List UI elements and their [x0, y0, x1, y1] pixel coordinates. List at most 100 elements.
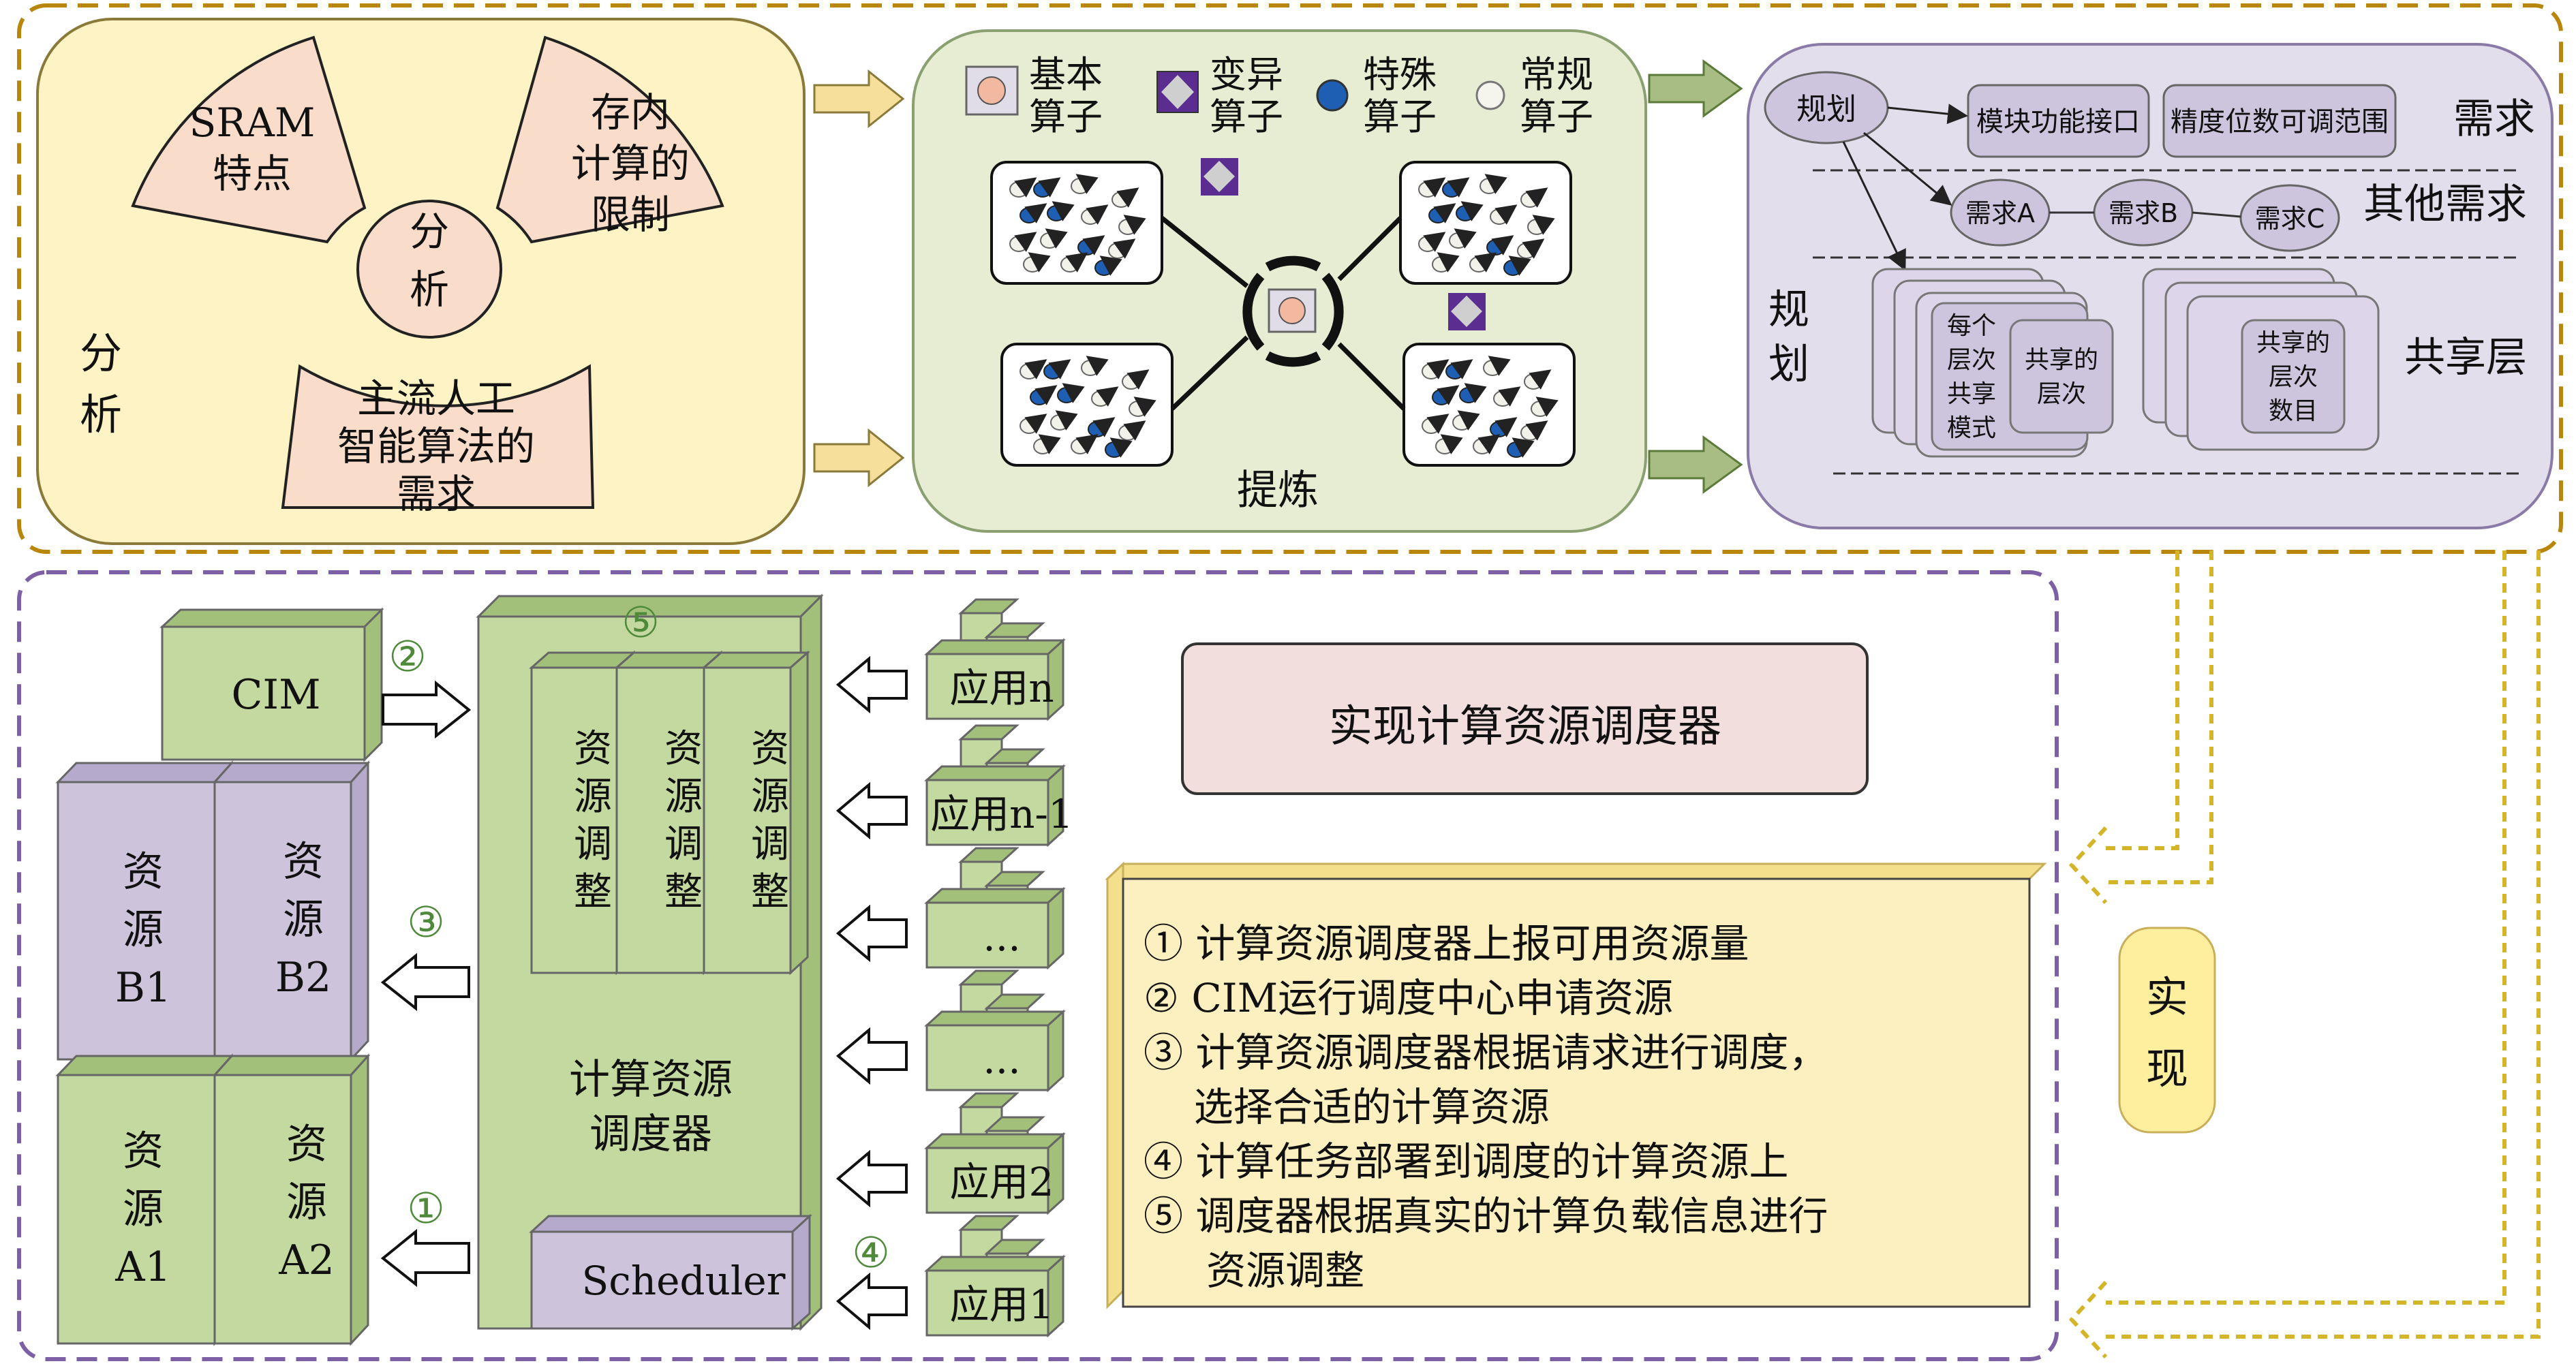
analysis-center-circle: [356, 200, 502, 339]
arrow-scheduler-to-b2: [380, 952, 470, 1012]
analysis-center-line1: 分: [410, 208, 449, 255]
legend-special-line1: 特殊: [1363, 53, 1437, 96]
legend-line-2: ② CIM运行调度中心申请资源: [1144, 975, 1673, 1021]
adjust-2-line2: 源: [664, 775, 703, 819]
app-stack-4: ...: [924, 969, 1066, 1093]
analysis-side-label-1: 分: [80, 328, 122, 378]
implement-flow-arrow: [2068, 550, 2541, 1359]
scheduler-block: ⑤ 资 源 调 整 资 源 调 整: [476, 593, 824, 1331]
app-stack-6: 应用1: [924, 1215, 1066, 1338]
legend-regular-line1: 常规: [1520, 53, 1593, 96]
ai-demand-line2: 智能算法的: [337, 423, 535, 469]
adjust-1-line1: 资: [574, 727, 612, 771]
arrow-app-3-to-scheduler: [835, 904, 908, 963]
cim-limit-line3: 限制: [591, 191, 670, 238]
layer-count-line2: 层次: [2269, 363, 2318, 391]
arrow-a2-to-scheduler: [380, 1228, 470, 1288]
sram-sector-line2: 特点: [213, 151, 292, 197]
req-c-label: 需求C: [2255, 204, 2325, 234]
scheduler-module: Scheduler: [529, 1213, 812, 1331]
implement-title-box: [1181, 642, 1869, 795]
cim-label: CIM: [231, 671, 320, 719]
step-legend-box: ① 计算资源调度器上报可用资源量 ② CIM运行调度中心申请资源 ③ 计算资源调…: [1105, 861, 2047, 1309]
resource-b1: 资 源 B1: [55, 760, 234, 1062]
share-mode-line1: 每个: [1947, 312, 1996, 340]
adjust-1-line3: 调: [574, 822, 612, 867]
legend-special-line2: 算子: [1363, 95, 1437, 138]
resource-a1-line3: A1: [114, 1243, 171, 1291]
arrow-cim-to-scheduler: [382, 680, 472, 739]
adjust-2-line1: 资: [664, 727, 703, 771]
implement-side-label-2: 现: [2146, 1044, 2188, 1093]
scheduler-name-line1: 计算资源: [569, 1056, 733, 1104]
implement-side-label-1: 实: [2146, 972, 2188, 1022]
implement-side-box: [2118, 927, 2216, 1134]
shared-layer-line2: 层次: [2037, 380, 2086, 408]
app-stack-5: 应用2: [924, 1092, 1066, 1215]
arrow-analysis-to-refine-bottom: [813, 428, 905, 488]
layer-count-line1: 共享的: [2256, 329, 2330, 357]
refine-panel: 基本 算子 变异 算子 特殊 算子 常规 算子 提炼: [912, 29, 1647, 533]
hub-arc-right: [1321, 273, 1344, 351]
legend-line-3: ③ 计算资源调度器根据请求进行调度，: [1144, 1029, 1828, 1076]
analysis-center-line2: 析: [410, 266, 449, 313]
legend-line-7: 资源调整: [1144, 1247, 1364, 1294]
analysis-side-label-2: 析: [80, 390, 122, 439]
app-label-2: 应用n-1: [930, 791, 1073, 837]
adjust-3-line3: 调: [751, 822, 789, 867]
analysis-panel: SRAM 特点 存内 计算的 限制 分 析 主流人工 智能算法的 需求 分 析: [36, 18, 806, 545]
legend-basic-line2: 算子: [1029, 95, 1103, 138]
top-dashed-frame: [17, 3, 2563, 554]
shared-layer-count-card: [2241, 319, 2346, 434]
cim-limit-sector: [495, 35, 724, 244]
share-mode-line2: 层次: [1947, 346, 1996, 374]
app-label-5: 应用2: [950, 1159, 1054, 1205]
ai-demand-line3: 需求: [397, 471, 476, 517]
adjust-1-line4: 整: [574, 870, 612, 914]
legend-line-1: ① 计算资源调度器上报可用资源量: [1144, 920, 1749, 967]
resource-b1-line2: 源: [123, 906, 164, 954]
arrow-analysis-to-refine-top: [813, 69, 905, 129]
legend-basic-line1: 基本: [1029, 53, 1103, 96]
arrow-app-4-to-scheduler: [835, 1027, 908, 1085]
plan-side-label-1: 规: [1768, 286, 1809, 334]
share-mode-line4: 模式: [1947, 414, 1996, 442]
req-c: [2239, 184, 2340, 252]
plan-row1-label: 需求: [2453, 95, 2535, 143]
layer-count-line3: 数目: [2269, 397, 2318, 425]
legend-variant-line2: 算子: [1210, 95, 1283, 138]
arrow-app-5-to-scheduler: [835, 1149, 908, 1208]
legend-variant-line1: 变异: [1210, 53, 1283, 96]
shared-layer-card: [2009, 319, 2114, 434]
arrow-refine-to-plan-bottom: [1648, 435, 1743, 494]
arrow-app-2-to-scheduler: [835, 781, 908, 840]
adjust-1-line2: 源: [574, 775, 612, 819]
adjust-3-line2: 源: [751, 775, 789, 819]
resource-a1-line2: 源: [123, 1185, 164, 1233]
legend-line-4: 选择合适的计算资源: [1144, 1084, 1550, 1130]
cim-limit-line2: 计算的: [571, 140, 690, 187]
resource-adjust-3: 资 源 调 整: [701, 650, 810, 976]
resource-a2-line2: 源: [286, 1179, 327, 1226]
step-mark-4: ④: [852, 1228, 890, 1277]
resource-a1: 资 源 A1: [55, 1053, 234, 1346]
adjust-3-line1: 资: [751, 727, 789, 771]
plan-row3-label: 共享层: [2404, 334, 2527, 382]
resource-b2-line2: 源: [283, 896, 324, 944]
ai-demand-line1: 主流人工: [357, 375, 515, 422]
resource-b2: 资 源 B2: [212, 760, 371, 1062]
app-label-3: ...: [983, 914, 1020, 960]
arrow-app-1-to-scheduler: [835, 655, 908, 714]
resource-a2-line3: A2: [278, 1237, 335, 1284]
bottom-dashed-frame: [17, 570, 2059, 1361]
cim-limit-line1: 存内: [591, 89, 670, 136]
plan-node-label: 规划: [1796, 92, 1856, 127]
share-mode-line3: 共享: [1947, 380, 1996, 408]
legend-line-6: ⑤ 调度器根据真实的计算负载信息进行: [1144, 1193, 1828, 1239]
hub-arc-left: [1242, 273, 1265, 351]
app-label-6: 应用1: [950, 1281, 1054, 1328]
step-mark-1: ①: [407, 1183, 445, 1233]
arrow-refine-to-plan-top: [1648, 59, 1743, 118]
resource-a2: 资 源 A2: [212, 1053, 371, 1346]
